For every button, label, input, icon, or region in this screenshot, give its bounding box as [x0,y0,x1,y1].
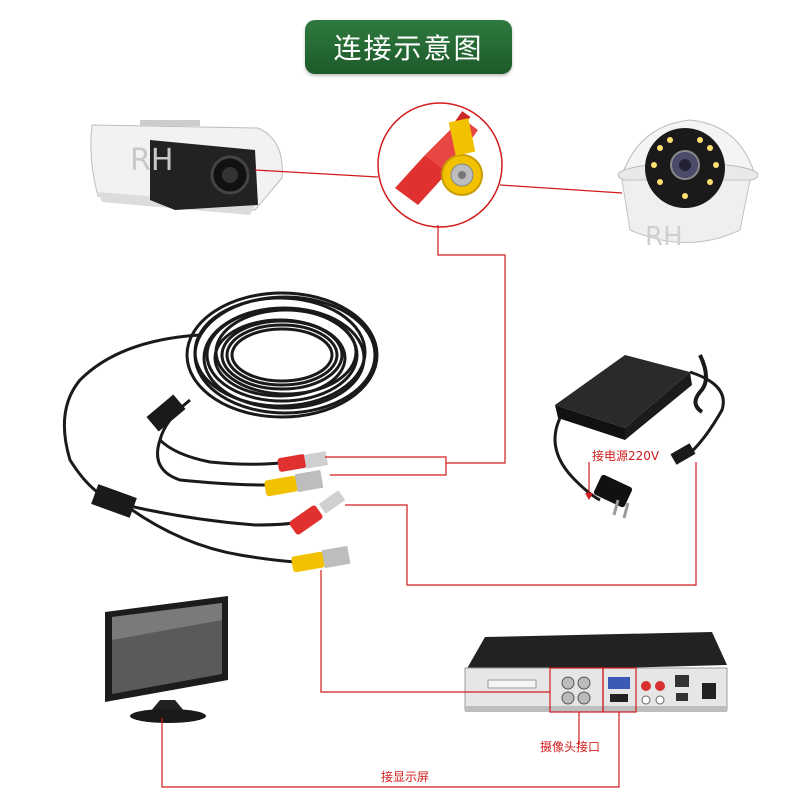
bullet-camera: RH [90,120,283,215]
dvr [464,632,728,713]
cable-leads [62,333,301,564]
camera-port-label: 摄像头接口 [540,740,601,754]
svg-text:RH: RH [130,143,173,178]
title-badge: 连接示意图 [305,20,512,74]
connector-bubble [377,102,503,228]
cable-connectors [264,451,351,573]
coiled-cable [185,291,379,419]
monitor [105,596,228,723]
power-arrow-head [585,493,593,500]
power-label: 接电源220V [592,449,660,463]
connection-wires [161,169,697,788]
dvr-ports [487,675,716,705]
display-label: 接显示屏 [381,770,430,784]
svg-text:RH: RH [645,222,683,252]
power-adapter [553,354,725,519]
dome-camera: RH [617,119,759,252]
